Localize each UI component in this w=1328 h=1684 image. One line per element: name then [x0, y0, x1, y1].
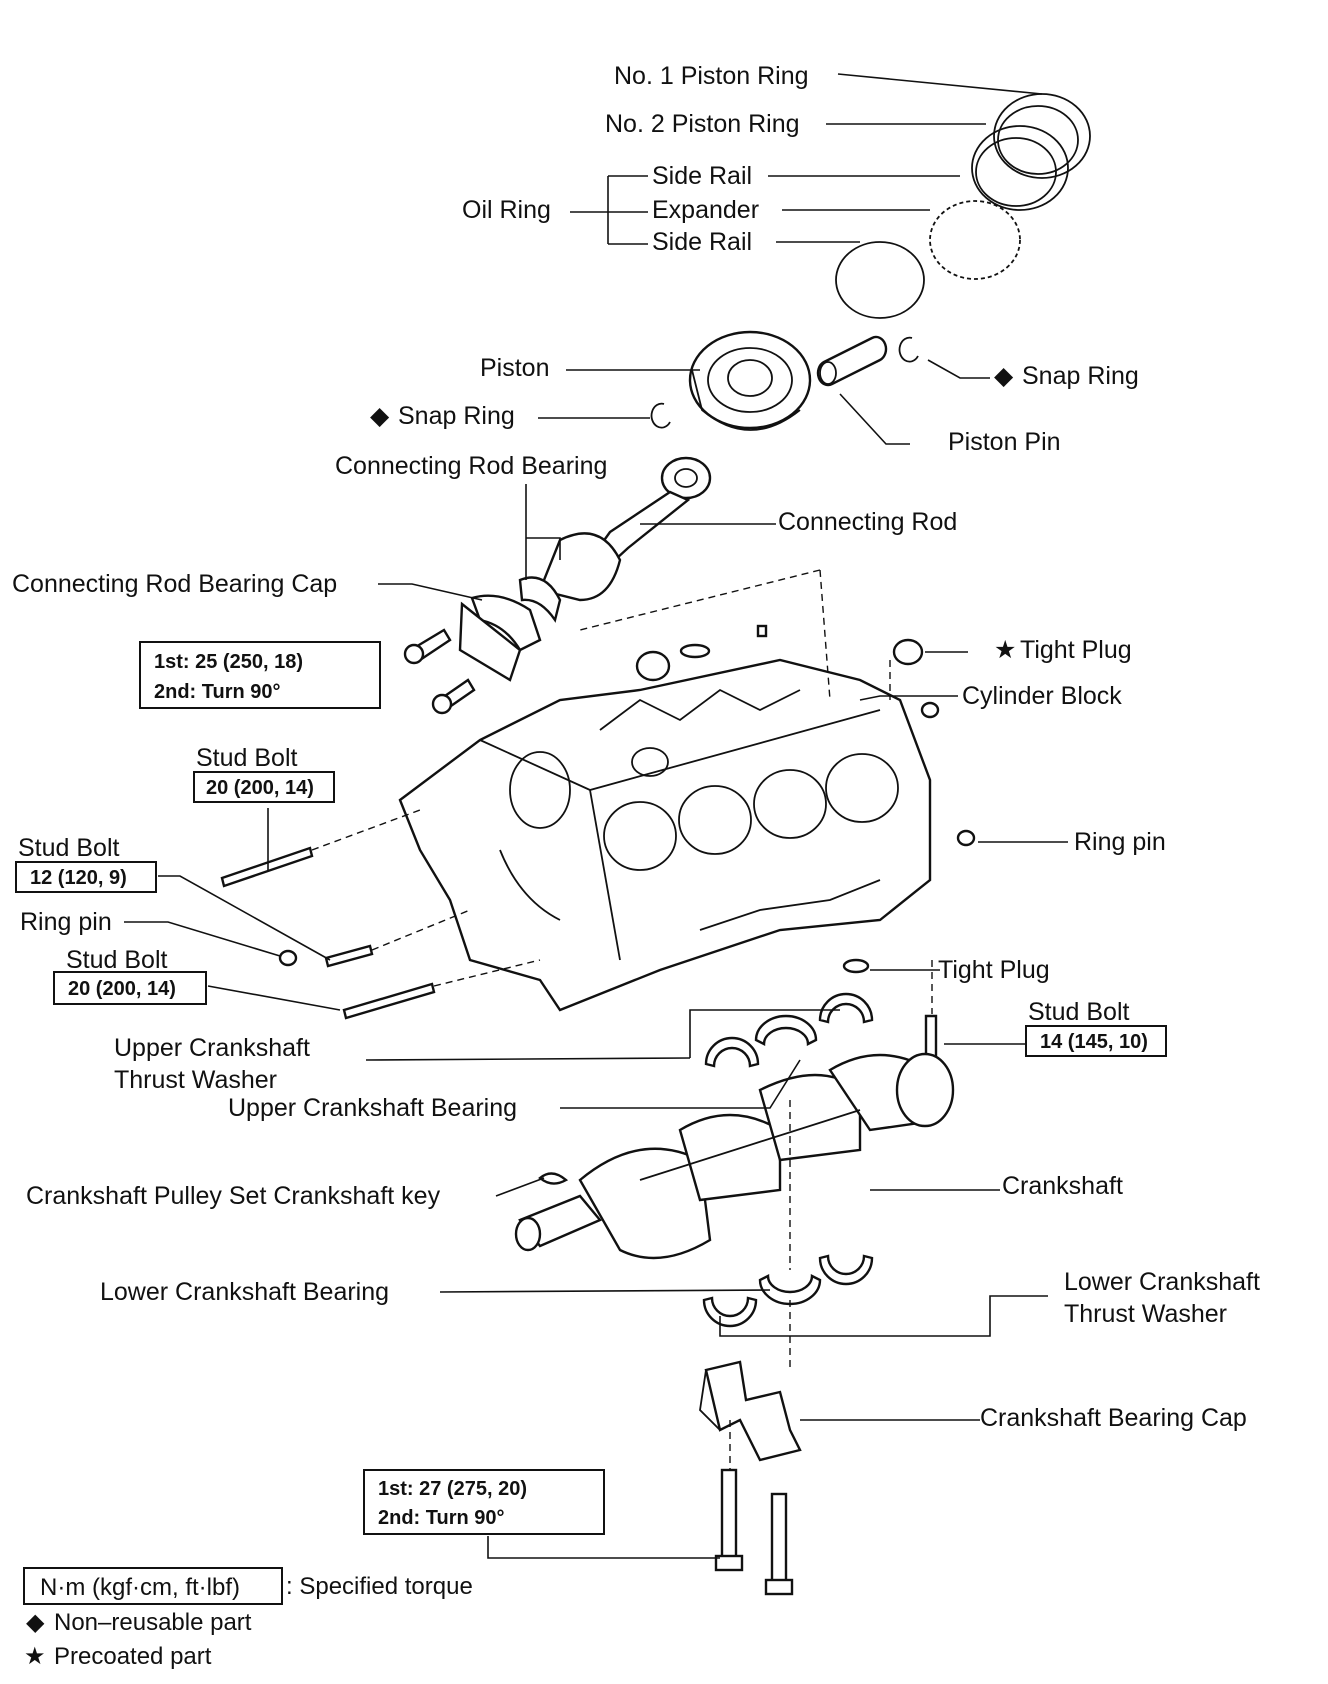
label-ring-pin-right: Ring pin [1074, 828, 1166, 856]
label-cylinder-block: Cylinder Block [962, 682, 1122, 710]
label-crankshaft: Crankshaft [1002, 1172, 1123, 1200]
legend-torque-unit: N·m (kgf·cm, ft·lbf) [40, 1574, 240, 1601]
label-oil-ring: Oil Ring [462, 196, 551, 224]
label-connecting-rod-bearing-cap: Connecting Rod Bearing Cap [12, 570, 337, 598]
crankshaft-icon [514, 1052, 955, 1260]
torque-rod-cap-2nd: 2nd: Turn 90° [154, 681, 281, 703]
label-snap-ring-left: Snap Ring [398, 402, 515, 430]
label-no2-piston-ring: No. 2 Piston Ring [605, 110, 800, 138]
non-reusable-diamond-icon: ◆ [994, 362, 1014, 390]
lower-crankshaft-bearing-icon [758, 1274, 822, 1306]
lower-thrust-washers-icon [702, 1254, 874, 1328]
ring-pin-left-icon [278, 949, 298, 967]
label-upper-crankshaft-bearing: Upper Crankshaft Bearing [228, 1094, 517, 1122]
upper-thrust-washers-icon [704, 992, 874, 1068]
label-tight-plug-bottom: Tight Plug [938, 956, 1050, 984]
legend-star-icon: ★ [24, 1643, 46, 1670]
label-stud-bolt-1: Stud Bolt [196, 744, 298, 772]
label-connecting-rod: Connecting Rod [778, 508, 957, 536]
label-connecting-rod-bearing: Connecting Rod Bearing [335, 452, 607, 480]
crankshaft-key-icon [538, 1172, 569, 1185]
non-reusable-diamond-icon: ◆ [370, 402, 390, 430]
torque-rod-cap-1st: 1st: 25 (250, 18) [154, 651, 303, 673]
cylinder-block-icon [398, 658, 932, 1012]
torque-main-cap-1st: 1st: 27 (275, 20) [378, 1478, 527, 1500]
connecting-rod-icon [538, 456, 712, 602]
label-upper-thrust-washer-line2: Thrust Washer [114, 1066, 277, 1094]
stud-bolt-2-icon [324, 944, 374, 968]
precoated-star-icon: ★ [994, 636, 1016, 664]
label-side-rail-lower: Side Rail [652, 228, 752, 256]
rod-cap-bolts-icon [403, 628, 476, 715]
stud-bolt-3-icon [342, 982, 436, 1020]
label-stud-bolt-2: Stud Bolt [18, 834, 120, 862]
label-stud-bolt-4: Stud Bolt [1028, 998, 1130, 1026]
legend-non-reusable: Non–reusable part [54, 1609, 252, 1636]
label-crankshaft-key: Crankshaft Pulley Set Crankshaft key [26, 1182, 441, 1210]
tight-plug-bottom-icon [842, 958, 870, 974]
label-tight-plug-top: Tight Plug [1020, 636, 1132, 664]
torque-main-cap-2nd: 2nd: Turn 90° [378, 1507, 505, 1529]
label-snap-ring-right: Snap Ring [1022, 362, 1139, 390]
label-no1-piston-ring: No. 1 Piston Ring [614, 62, 809, 90]
leader-lines [124, 73, 1068, 1559]
label-expander: Expander [652, 196, 759, 224]
torque-box-stud-bolt-1: 20 (200, 14) [193, 771, 335, 803]
label-side-rail-upper: Side Rail [652, 162, 752, 190]
ring-pin-right-icon [956, 829, 976, 847]
piston-icon [688, 330, 812, 431]
snap-ring-left-icon [650, 402, 671, 429]
upper-crankshaft-bearing-icon [754, 1014, 818, 1046]
stud-bolt-1-icon [220, 846, 314, 888]
legend-torque-desc: : Specified torque [286, 1573, 473, 1600]
label-crankshaft-bearing-cap: Crankshaft Bearing Cap [980, 1404, 1247, 1432]
tight-plug-top-icon [635, 624, 940, 719]
piston-rings-icon [835, 93, 1091, 319]
torque-stud-bolt-2: 12 (120, 9) [30, 867, 127, 889]
torque-box-main-cap: 1st: 27 (275, 20) 2nd: Turn 90° [363, 1469, 605, 1535]
torque-stud-bolt-4: 14 (145, 10) [1040, 1031, 1148, 1053]
label-upper-thrust-washer-line1: Upper Crankshaft [114, 1034, 310, 1062]
label-lower-crankshaft-bearing: Lower Crankshaft Bearing [100, 1278, 389, 1306]
torque-box-stud-bolt-3: 20 (200, 14) [53, 971, 207, 1005]
label-ring-pin-left: Ring pin [20, 908, 112, 936]
label-lower-thrust-washer-line1: Lower Crankshaft [1064, 1268, 1260, 1296]
torque-stud-bolt-1: 20 (200, 14) [206, 777, 314, 799]
main-cap-bolts-icon [714, 1468, 794, 1596]
torque-box-stud-bolt-4: 14 (145, 10) [1025, 1025, 1167, 1057]
legend: N·m (kgf·cm, ft·lbf) : Specified torque … [23, 1567, 473, 1670]
legend-precoated: Precoated part [54, 1643, 212, 1670]
snap-ring-right-icon [898, 336, 919, 363]
assembly-dashed-lines [311, 569, 933, 1470]
torque-stud-bolt-3: 20 (200, 14) [68, 978, 176, 1000]
label-stud-bolt-3: Stud Bolt [66, 946, 168, 974]
torque-box-stud-bolt-2: 12 (120, 9) [15, 861, 157, 893]
torque-box-rod-cap: 1st: 25 (250, 18) 2nd: Turn 90° [139, 641, 381, 709]
label-piston-pin: Piston Pin [948, 428, 1061, 456]
label-piston: Piston [480, 354, 549, 382]
piston-pin-icon [816, 335, 888, 387]
crankshaft-bearing-cap-icon [699, 1360, 802, 1462]
connecting-rod-bearing-cap-icon [458, 576, 562, 682]
legend-diamond-icon: ◆ [26, 1609, 45, 1636]
label-lower-thrust-washer-line2: Thrust Washer [1064, 1300, 1227, 1328]
